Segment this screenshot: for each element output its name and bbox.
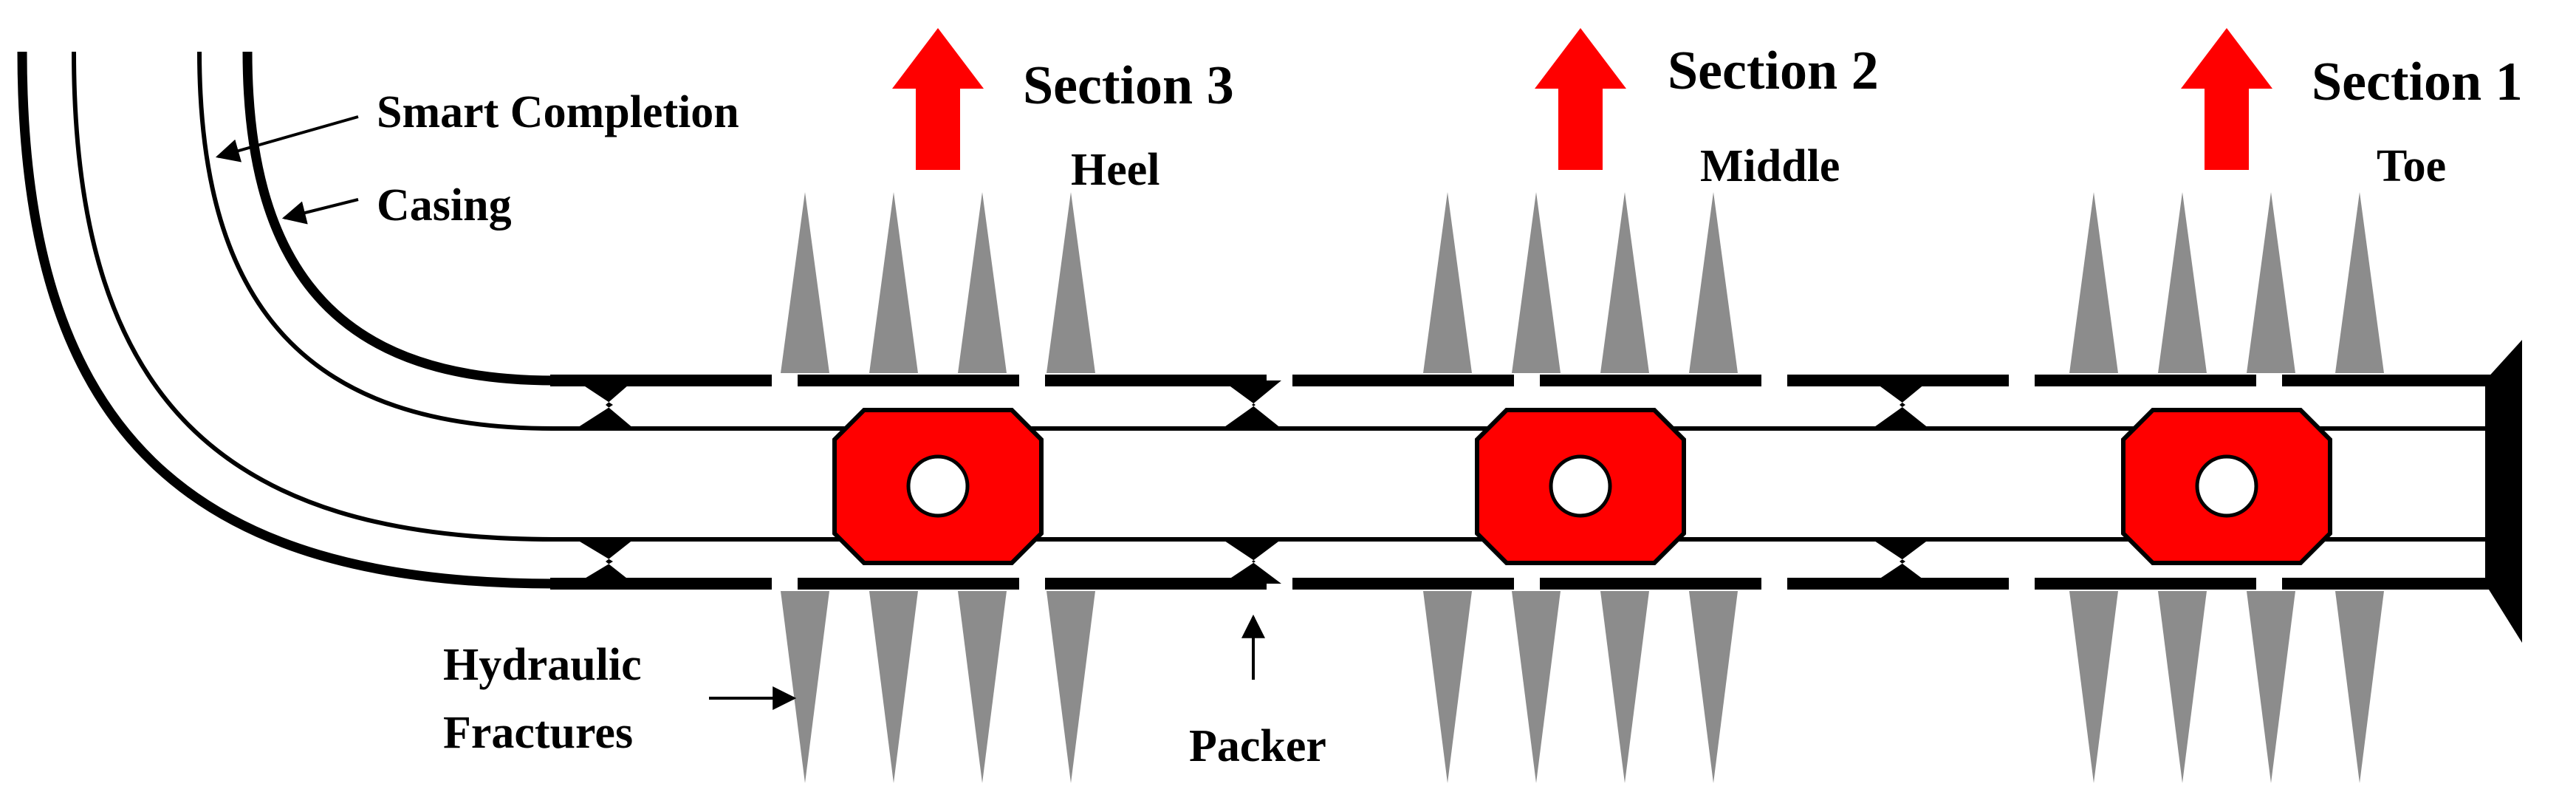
fracture-upper-s2-4 bbox=[1689, 192, 1738, 373]
smart-completion-label: Smart Completion bbox=[377, 87, 739, 137]
packer-top-2 bbox=[1222, 380, 1281, 429]
fracture-upper-s3-3 bbox=[2247, 192, 2295, 373]
fracture-lower-s2-4 bbox=[1689, 591, 1738, 783]
section-labels: Section 3 Heel Section 2 Middle Section … bbox=[1023, 41, 2523, 195]
fracture-lower-s1-1 bbox=[781, 591, 829, 783]
fracture-upper-s2-3 bbox=[1600, 192, 1649, 373]
fracture-lower-s2-1 bbox=[1423, 591, 1472, 783]
packer-bottom-2 bbox=[1222, 539, 1281, 584]
casing-label: Casing bbox=[377, 180, 512, 231]
packers bbox=[576, 380, 1929, 584]
fracture-lower-s3-3 bbox=[2247, 591, 2295, 783]
packer-top-1 bbox=[576, 380, 634, 429]
fracture-upper-s1-1 bbox=[781, 192, 829, 373]
fracture-upper-s2-2 bbox=[1512, 192, 1561, 373]
flow-arrow-s3 bbox=[2181, 28, 2272, 170]
section-1-position: Toe bbox=[2377, 141, 2446, 191]
hydraulic-fractures bbox=[781, 192, 2384, 783]
flow-arrow-s1 bbox=[892, 28, 984, 170]
wellbore-bend bbox=[17, 51, 555, 589]
fracture-upper-s1-3 bbox=[958, 192, 1007, 373]
packer-top-3 bbox=[1872, 380, 1929, 429]
fracture-lower-s2-3 bbox=[1600, 591, 1649, 783]
fracture-upper-s1-2 bbox=[869, 192, 918, 373]
packer-bottom-3 bbox=[1872, 539, 1929, 584]
section-2-name: Section 2 bbox=[1668, 41, 1879, 101]
casing-bend-inner bbox=[242, 51, 555, 386]
fracture-lower-s1-2 bbox=[869, 591, 918, 783]
flow-control-valves bbox=[832, 408, 2332, 565]
fracture-lower-s1-4 bbox=[1046, 591, 1095, 783]
fracture-upper-s3-1 bbox=[2069, 192, 2118, 373]
section-3-name: Section 3 bbox=[1023, 55, 1234, 116]
casing-pointer bbox=[281, 198, 359, 225]
fracture-upper-s3-2 bbox=[2158, 192, 2207, 373]
completion-bend-outer bbox=[72, 51, 555, 542]
casing-bend-outer bbox=[17, 51, 555, 589]
flow-arrows bbox=[892, 28, 2272, 170]
packer-label: Packer bbox=[1189, 721, 1326, 771]
valve-port-s3 bbox=[2195, 454, 2258, 518]
flow-arrow-s2 bbox=[1535, 28, 1626, 170]
annotations: Smart Completion Casing Hydraulic Fractu… bbox=[215, 87, 1326, 771]
valve-port-s2 bbox=[1549, 454, 1612, 518]
completion-bend-inner bbox=[197, 51, 555, 431]
section-3-position: Heel bbox=[1071, 145, 1160, 195]
fracture-lower-s3-2 bbox=[2158, 591, 2207, 783]
fracture-lower-s2-2 bbox=[1512, 591, 1561, 783]
fracture-lower-s1-3 bbox=[958, 591, 1007, 783]
toe-shoe bbox=[2485, 340, 2522, 643]
hydraulic-fractures-label-line2: Fractures bbox=[443, 708, 633, 758]
section-1-name: Section 1 bbox=[2312, 52, 2523, 112]
smart-completion-pointer bbox=[215, 115, 359, 163]
packer-bottom-1 bbox=[576, 539, 634, 584]
fracture-lower-s3-1 bbox=[2069, 591, 2118, 783]
fracture-upper-s3-4 bbox=[2335, 192, 2384, 373]
valve-port-s1 bbox=[906, 454, 970, 518]
fracture-lower-s3-4 bbox=[2335, 591, 2384, 783]
fracture-upper-s2-1 bbox=[1423, 192, 1472, 373]
section-2-position: Middle bbox=[1700, 141, 1840, 191]
fracture-upper-s1-4 bbox=[1046, 192, 1095, 373]
hydraulic-fractures-label-line1: Hydraulic bbox=[443, 640, 642, 690]
